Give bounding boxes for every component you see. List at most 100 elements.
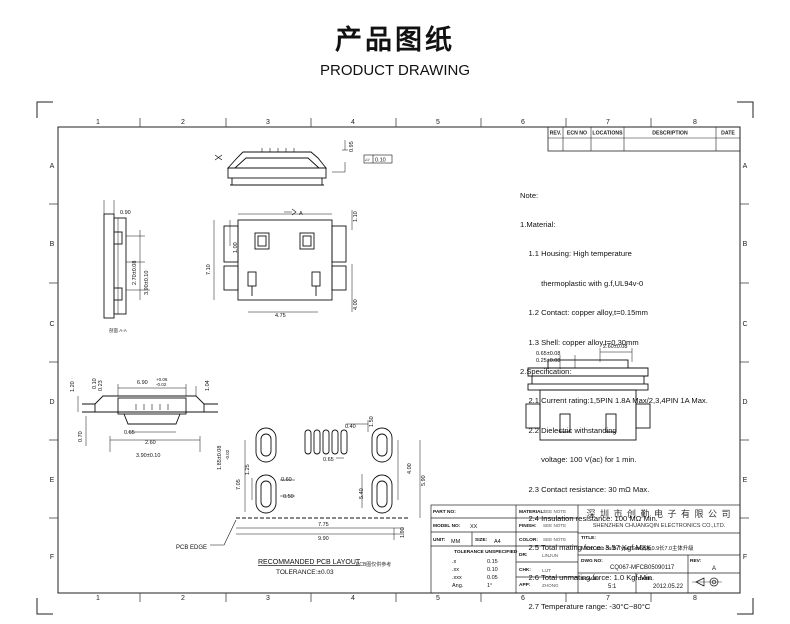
scale-label: SCALE: xyxy=(581,576,599,582)
title-value: Micro usb 5s B Type Smt沉板0.9长7.0主体升级 xyxy=(581,544,694,552)
row-label: F xyxy=(50,554,54,561)
dim-rv-065: 0.65±0.08 xyxy=(536,351,560,357)
dim-rv-025: 0.25±0.08 xyxy=(536,358,560,364)
projection-symbol-icon xyxy=(692,577,722,587)
note-line: 2.3 Contact resistance: 30 mΩ Max. xyxy=(520,484,650,494)
dim-pcb-775: 7.75 xyxy=(318,522,329,528)
col-label: 7 xyxy=(606,595,610,602)
note-line: 2.6 Total unmating force: 1.0 Kgf Min. xyxy=(520,572,655,582)
dim-bv-390: 3.90±0.10 xyxy=(136,453,160,459)
dim-100: 1.00 xyxy=(233,242,239,253)
part-no-label: PART NO: xyxy=(433,509,456,515)
row-label: D xyxy=(742,399,747,406)
col-label: 2 xyxy=(181,595,185,602)
flatness-value: 0.10 xyxy=(375,158,386,164)
note-line: 2.Specification: xyxy=(520,366,572,376)
col-label: 1 xyxy=(96,119,100,126)
tol-value: 0.10 xyxy=(487,567,498,573)
page-title-en: PRODUCT DRAWING xyxy=(320,62,470,79)
row-label: C xyxy=(742,321,747,328)
tol-key: .xxx xyxy=(452,575,462,581)
tol-value: 0.05 xyxy=(487,575,498,581)
company-cn: 深 圳 市 创 勤 电 子 有 限 公 司 xyxy=(586,508,731,519)
note-line: 1.2 Contact: copper alloy,t=0.15mm xyxy=(520,308,648,318)
tol-key: Ang. xyxy=(452,583,464,589)
company-en: SHENZHEN CHUANGQIN ELECTRONICS CO.,LTD. xyxy=(593,523,726,529)
row-label: B xyxy=(50,241,55,248)
dim-390: 3.90±0.10 xyxy=(144,271,150,295)
date-label: DATE: xyxy=(638,576,653,582)
dim-pcb-150: 1.50 xyxy=(369,416,375,427)
app-label: APP: xyxy=(519,582,531,588)
col-label: 8 xyxy=(693,595,697,602)
dim-pcb-990: 9.90 xyxy=(318,536,329,542)
col-label: 6 xyxy=(521,595,525,602)
chk-label: CHK: xyxy=(519,567,531,573)
unit-label: UNIT: xyxy=(433,537,446,543)
revision-table: REV. ECN NO LOCATIONS DESCRIPTION DATE xyxy=(547,126,741,152)
flatness-symbol-icon: ▱ xyxy=(365,158,370,164)
dim-pcb-705: 7.05 xyxy=(236,479,242,490)
rev-value: A xyxy=(712,566,716,572)
dim-270: 2.70±0.08 xyxy=(132,261,138,285)
section-mark-a: A xyxy=(299,211,303,217)
model-no-value: XX xyxy=(470,524,478,530)
dim-pcb-065: 0.65 xyxy=(323,457,334,463)
dim-pcb-400: 4.00 xyxy=(407,463,413,474)
model-no-label: MODEL NO: xyxy=(433,523,461,529)
page-title-cn: 产品图纸 xyxy=(335,25,455,56)
notes-block: Note: 1.Material: 1.1 Housing: High temp… xyxy=(520,171,708,622)
dr-value: LINJUN xyxy=(542,553,558,558)
col-label: 4 xyxy=(351,595,355,602)
finish-label: FINISH: xyxy=(519,523,537,529)
title-label: TITLE: xyxy=(581,535,596,541)
col-label: 7 xyxy=(606,119,610,126)
dim-pcb-185-tol: -0.02 xyxy=(225,449,230,460)
title-block xyxy=(430,504,741,594)
dim-pcb-190: 1.90 xyxy=(400,527,406,538)
tol-value: 0.15 xyxy=(487,559,498,565)
note-line: voltage: 100 V(ac) for 1 min. xyxy=(520,455,637,465)
flatness-frame: ▱ 0.10 xyxy=(363,154,393,164)
size-label: SIZE: xyxy=(475,537,488,543)
rev-header: DESCRIPTION xyxy=(652,131,688,137)
row-label: B xyxy=(743,241,748,248)
dim-rv-260: 2.60±0.08 xyxy=(603,344,627,350)
unit-value: MM xyxy=(451,539,461,545)
dim-400: 4.00 xyxy=(353,299,359,310)
tol-key: .x xyxy=(452,559,457,565)
rev-header: LOCATIONS xyxy=(592,131,623,137)
rev-header: DATE xyxy=(721,131,735,137)
note-line: 2.1 Current rating:1,5PIN 1.8A Max/2,3,4… xyxy=(520,396,708,406)
dim-090: 0.90 xyxy=(120,210,131,216)
rev-header: ECN NO xyxy=(567,131,587,137)
row-label: D xyxy=(49,399,54,406)
dr-label: DR: xyxy=(519,552,528,558)
dim-bv-065: 0.65 xyxy=(124,430,135,436)
row-label: E xyxy=(743,477,748,484)
inner-frame xyxy=(57,126,741,594)
row-label: A xyxy=(743,163,748,170)
note-line: 2.5 Total mating force: 3.57 Kgf Max. xyxy=(520,543,652,553)
dim-pcb-050: 0.50 xyxy=(283,494,294,500)
col-label: 1 xyxy=(96,595,100,602)
dim-710: 7.10 xyxy=(206,264,212,275)
right-view xyxy=(525,348,651,441)
col-label: 3 xyxy=(266,119,270,126)
dim-475: 4.75 xyxy=(275,313,286,319)
app-value: ZHONG xyxy=(542,583,559,588)
col-label: 6 xyxy=(521,119,525,126)
dim-bv-260: 2.60 xyxy=(145,440,156,446)
note-line: 2.2 Dielectric withstanding xyxy=(520,425,617,435)
col-label: 5 xyxy=(436,595,440,602)
corner-marks xyxy=(36,101,754,615)
mating-view xyxy=(77,384,218,452)
dwg-value: CQ067-MFCB05090117 xyxy=(610,565,675,571)
pcb-layout-title: RECOMMANDED PCB LAYOUT xyxy=(258,559,361,566)
tol-value: 1° xyxy=(487,583,492,589)
rev-header: REV. xyxy=(550,131,562,137)
pcb-edge-label: PCB EDGE xyxy=(176,545,207,551)
dim-pcb-185: 1.85±0.08 xyxy=(217,446,223,470)
dim-pcb-125: 1.25 xyxy=(245,464,251,475)
